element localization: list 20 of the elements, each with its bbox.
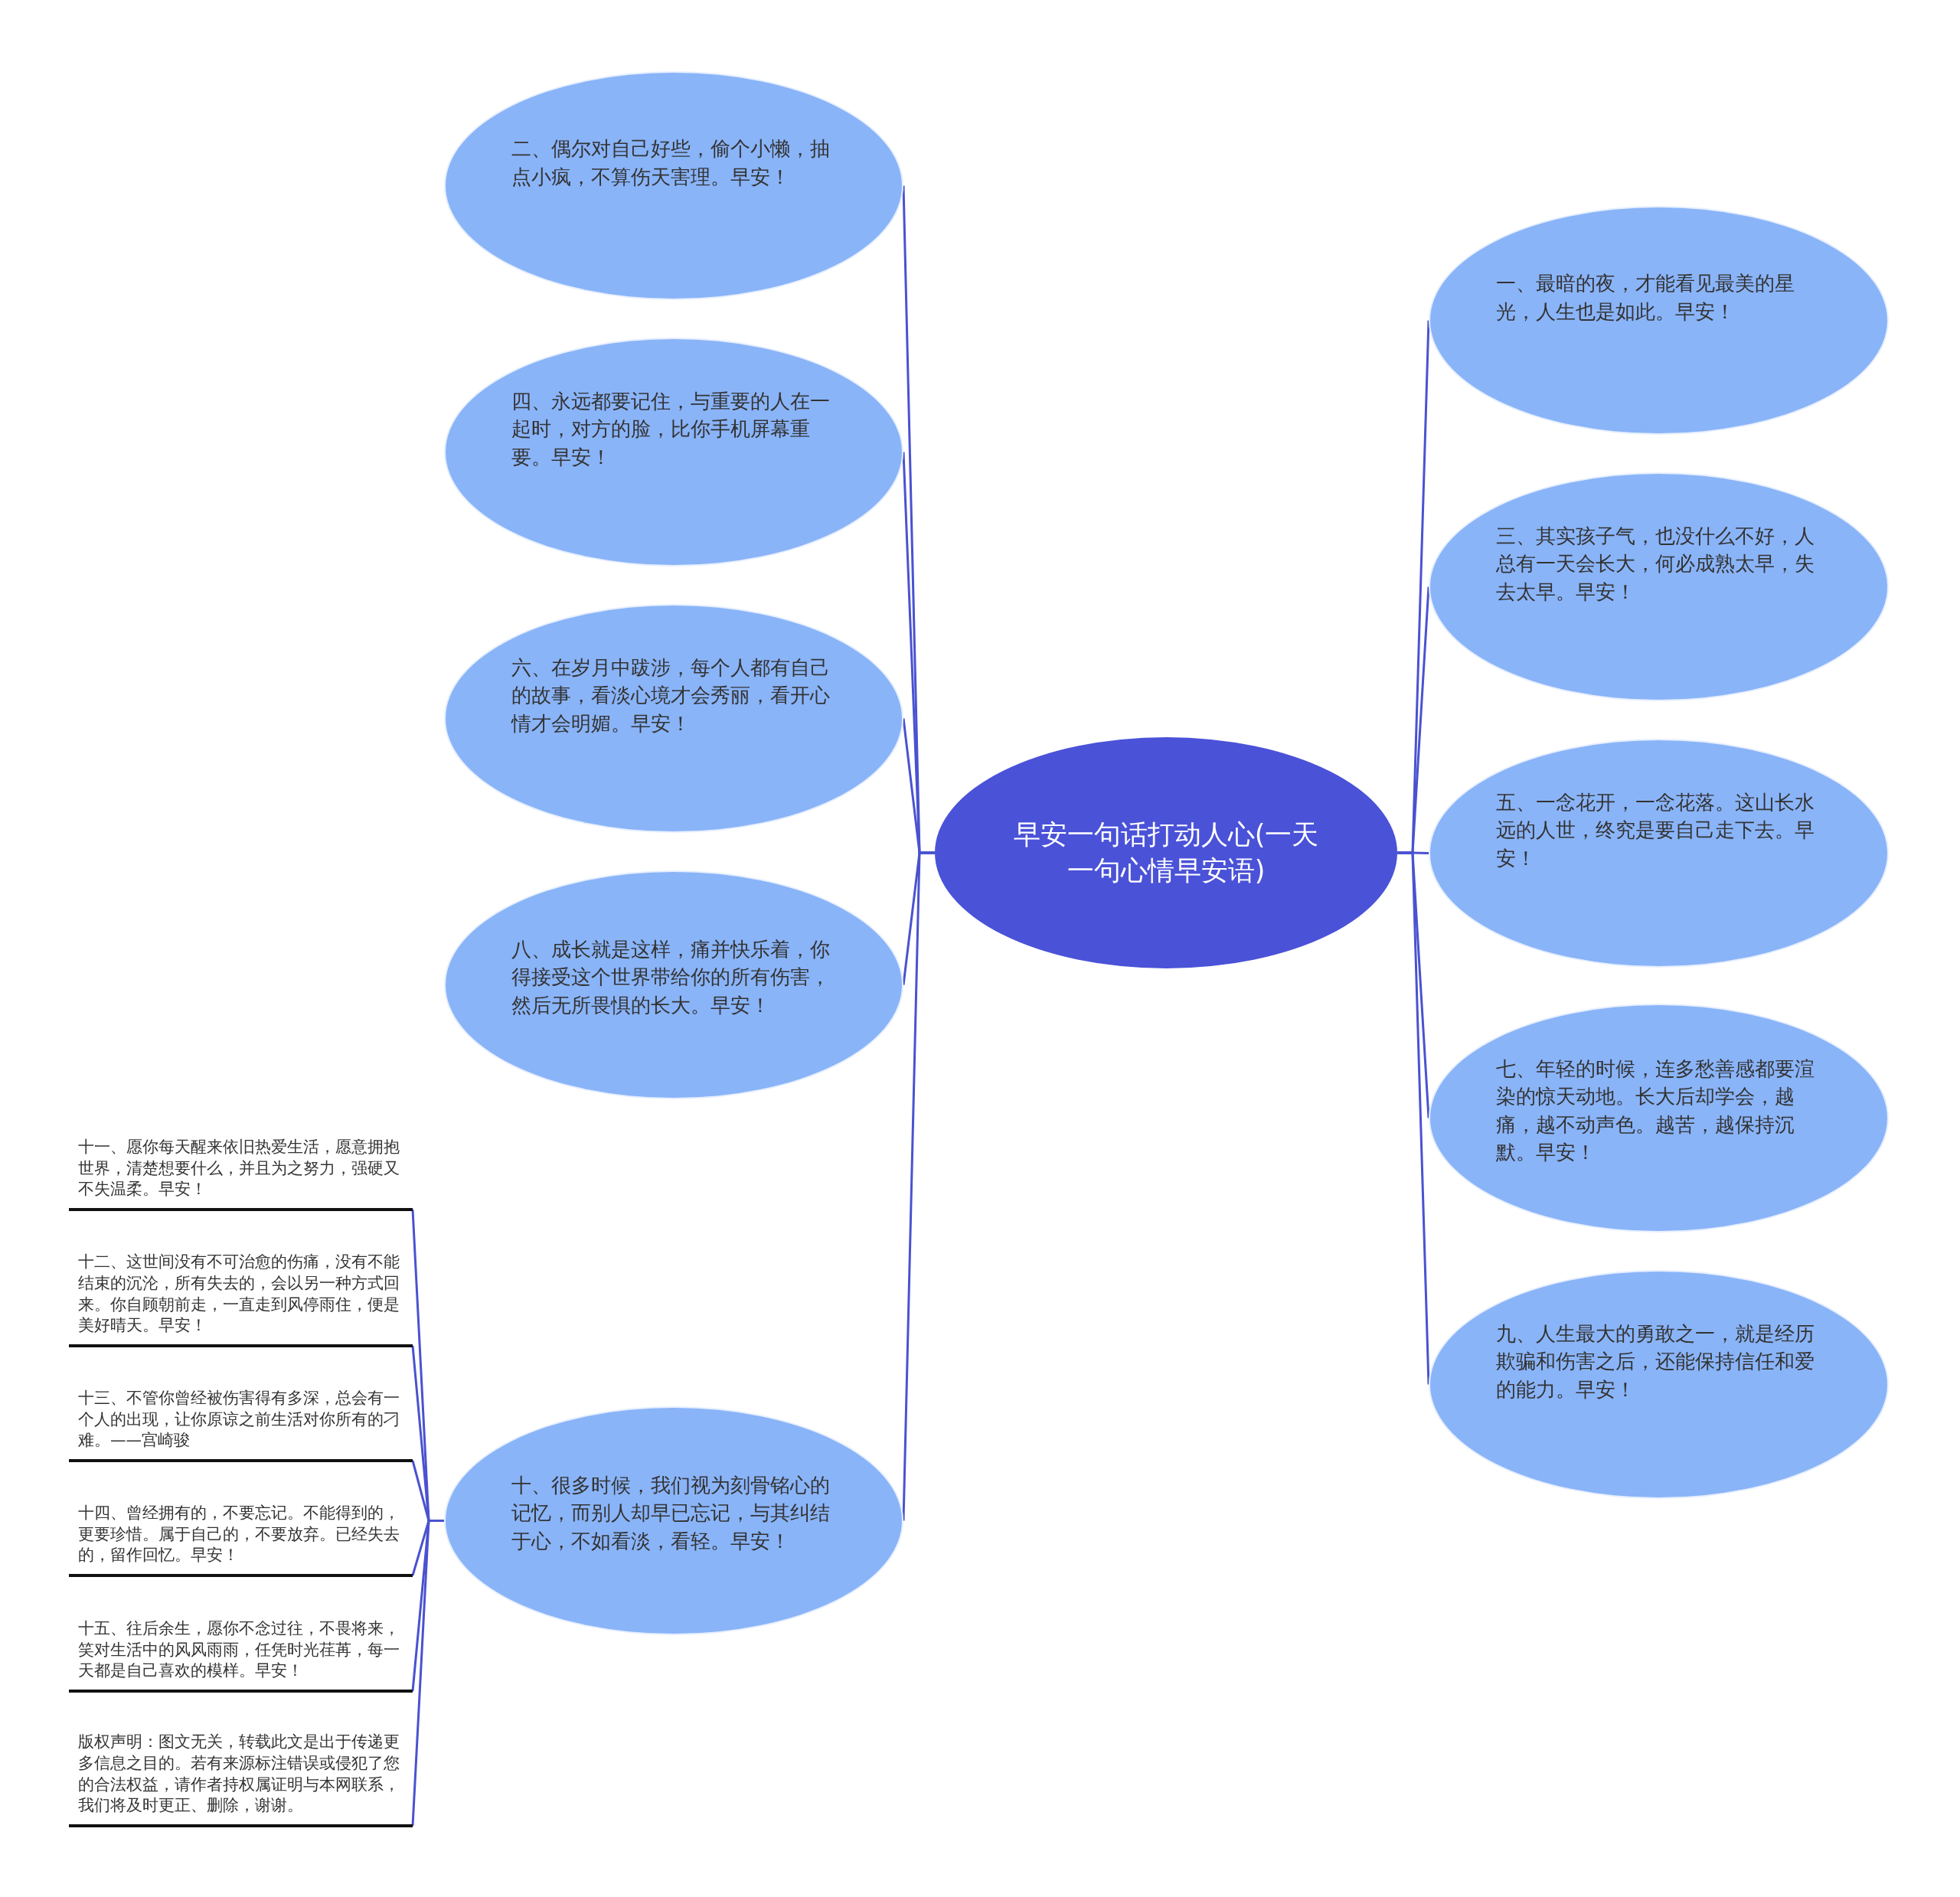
connector-line xyxy=(902,851,935,1521)
node-text: 十、很多时候，我们视为刻骨铭心的记忆，而别人却早已忘记，与其纠结于心，不如看淡，看轻。早安！ xyxy=(511,1472,831,1554)
node-text: 三、其实孩子气，也没什么不好，人总有一天会长大，何必成熟太早，失去太早。早安！ xyxy=(1496,523,1815,605)
node-text: 八、成长就是这样，痛并快乐着，你得接受这个世界带给你的所有伤害，然后无所畏惧的长大。早安！ xyxy=(511,936,831,1018)
node-text: 二、偶尔对自己好些，偷个小懒，抽点小疯，不算伤天害理。早安！ xyxy=(511,136,831,190)
node-text: 四、永远都要记住，与重要的人在一起时，对方的脸，比你手机屏幕重要。早安！ xyxy=(511,388,831,470)
note-text: 十三、不管你曾经被伤害得有多深，总会有一个人的出现，让你原谅之前生活对你所有的刁难。——宫崎骏 xyxy=(78,1388,400,1451)
node-text: 五、一念花开，一念花落。这山长水远的人世，终究是要自己走下去。早安！ xyxy=(1496,789,1815,871)
node-text: 早安一句话打动人心(一天一句心情早安语) xyxy=(1012,818,1320,887)
connector-line xyxy=(411,1520,444,1827)
note-text: 十五、往后余生，愿你不念过往，不畏将来，笑对生活中的风风雨雨，任凭时光荏苒，每一天都是自己喜欢的模样。早安！ xyxy=(78,1618,400,1682)
connector-line xyxy=(1397,851,1430,1385)
note-text: 版权声明：图文无关，转载此文是出于传递更多信息之目的。若有来源标注错误或侵犯了您的合法权益，请作者持权属证明与本网联系，我们将及时更正、删除，谢谢。 xyxy=(78,1732,400,1817)
note-text: 十四、曾经拥有的，不要忘记。不能得到的，更要珍惜。属于自己的，不要放弃。已经失去的，留作回忆。早安！ xyxy=(78,1503,400,1566)
note-text: 十一、愿你每天醒来依旧热爱生活，愿意拥抱世界，清楚想要什么，并且为之努力，强硬又不失温柔。早安！ xyxy=(78,1137,400,1200)
node-text: 六、在岁月中跋涉，每个人都有自己的故事，看淡心境才会秀丽，看开心情才会明媚。早安！ xyxy=(511,655,831,736)
node-text: 一、最暗的夜，才能看见最美的星光，人生也是如此。早安！ xyxy=(1496,271,1795,325)
note-text: 十二、这世间没有不可治愈的伤痛，没有不能结束的沉沦，所有失去的，会以另一种方式回来。你自顾朝前走，一直走到风停雨住，便是美好晴天。早安！ xyxy=(78,1252,400,1337)
node-text: 七、年轻的时候，连多愁善感都要渲染的惊天动地。长大后却学会，越痛，越不动声色。越苦，越保持沉默。早安！ xyxy=(1496,1056,1815,1165)
node-text: 九、人生最大的勇敢之一，就是经历欺骗和伤害之后，还能保持信任和爱的能力。早安！ xyxy=(1496,1321,1815,1402)
